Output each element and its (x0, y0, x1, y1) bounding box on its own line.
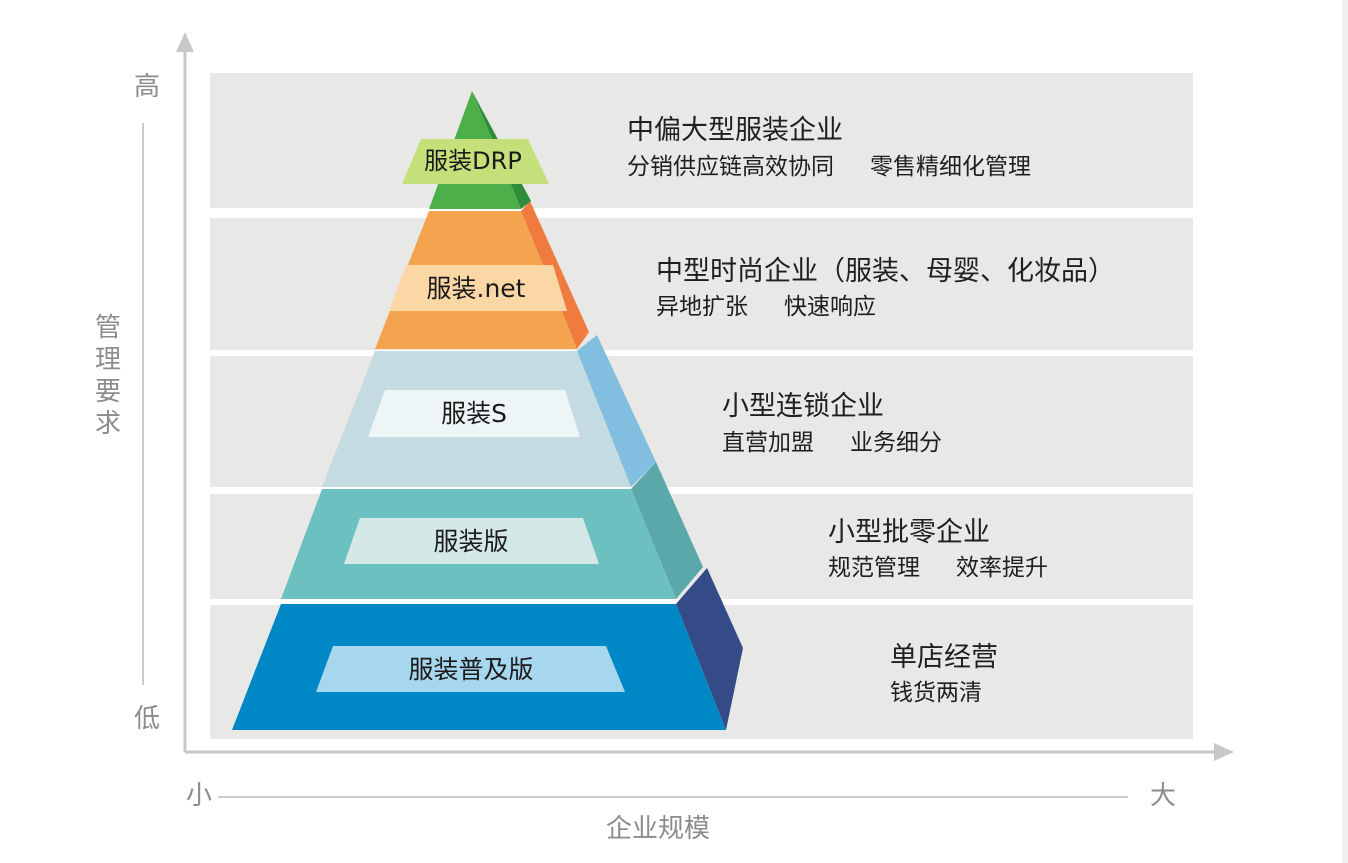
band-tier-2 (210, 218, 1193, 350)
tier-4-side (631, 462, 703, 599)
tier-3-title: 小型连锁企业 (722, 391, 884, 422)
x-axis-small-label: 小 (186, 781, 213, 811)
tier-4-feature-2: 效率提升 (956, 555, 1048, 581)
tier-2-label-bg (389, 265, 567, 311)
tier-2-feature-1: 异地扩张 (656, 294, 748, 320)
tier-1-feature-2: 零售精细化管理 (870, 154, 1031, 180)
tier-4-features: 规范管理 效率提升 (828, 557, 1048, 580)
band-tier-1 (210, 73, 1193, 208)
tier-1-label-bg (402, 139, 549, 184)
x-axis-title: 企业规模 (606, 814, 711, 844)
tier-3-feature-2: 业务细分 (850, 430, 942, 456)
tier-4-label-bg (344, 518, 599, 564)
tier-4-feature-1: 规范管理 (828, 555, 920, 581)
tier-2-feature-2: 快速响应 (784, 294, 876, 320)
tier-5-title: 单店经营 (890, 642, 998, 673)
product-label-tier-5: 服装普及版 (408, 655, 534, 684)
y-axis-arrow (176, 32, 194, 52)
product-label-tier-4: 服装版 (433, 527, 509, 556)
tier-3-feature-1: 直营加盟 (722, 430, 814, 456)
y-axis-low-label: 低 (134, 704, 161, 734)
tier-5-features: 钱货两清 (890, 682, 982, 705)
tier-5-label-bg (316, 646, 625, 692)
tier-1-features: 分销供应链高效协同 零售精细化管理 (627, 156, 1031, 179)
tier-3-features: 直营加盟 业务细分 (722, 432, 942, 455)
product-label-tier-1: 服装DRP (424, 147, 522, 175)
x-axis-large-label: 大 (1150, 781, 1177, 811)
product-label-tier-3: 服装S (441, 399, 507, 428)
tier-2-title: 中型时尚企业（服装、母婴、化妆品） (656, 256, 1115, 287)
right-edge-strip (1342, 0, 1348, 863)
x-axis-arrow (1214, 743, 1234, 761)
y-axis-title: 管理要求 (94, 313, 121, 439)
y-axis-high-label: 高 (134, 72, 161, 102)
tier-1-feature-1: 分销供应链高效协同 (627, 154, 834, 180)
tier-3-side (577, 335, 656, 487)
tier-4-title: 小型批零企业 (828, 517, 990, 548)
tier-1-title: 中偏大型服装企业 (627, 115, 843, 146)
tier-5-side (676, 568, 743, 730)
tier-5-feature-1: 钱货两清 (890, 680, 982, 706)
tier-3-label-bg (368, 390, 580, 437)
product-label-tier-2: 服装.net (426, 274, 526, 303)
tier-2-features: 异地扩张 快速响应 (656, 296, 876, 319)
